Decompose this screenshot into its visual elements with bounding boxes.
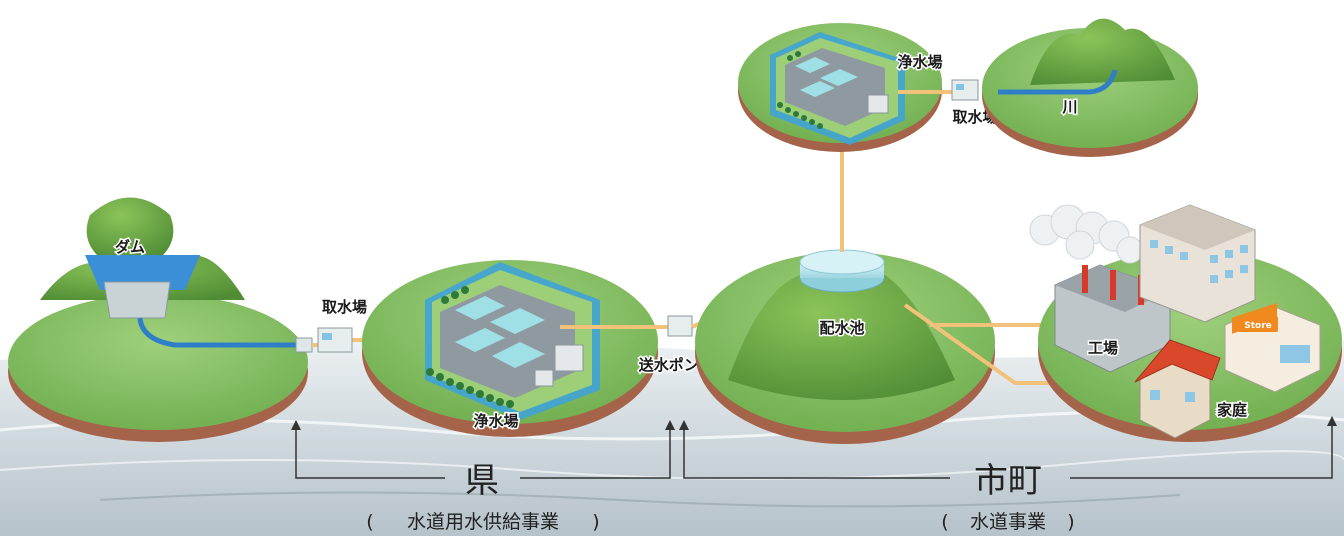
- intake-building-left-small: [295, 337, 313, 353]
- river-label: 川: [1061, 98, 1077, 116]
- municipal-bracket: [679, 416, 1337, 479]
- prefecture-subtitle: 水道用水供給事業: [407, 511, 559, 533]
- dam-wall: [103, 281, 171, 319]
- plant-left-building: [554, 344, 584, 372]
- plant-top-island: 浄水場: [738, 23, 944, 152]
- dam-island: ダム: [8, 197, 313, 442]
- reservoir-tank: [799, 249, 885, 275]
- prefecture-close-paren: ): [592, 511, 599, 533]
- factory-smoke: [1029, 204, 1144, 264]
- river-stream: [998, 69, 1118, 95]
- dam-river: [137, 317, 300, 348]
- store: Store: [1224, 303, 1321, 393]
- intake-left-label: 取水場: [322, 298, 367, 316]
- plant-left-island: 浄水場: [362, 260, 658, 437]
- store-sign: [1238, 316, 1278, 332]
- reservoir-hill: [728, 275, 955, 400]
- prefecture-open-paren: (: [366, 511, 373, 533]
- dam-lake: [85, 255, 200, 290]
- river-mountains: [1030, 18, 1175, 85]
- municipal-title: 市町: [974, 461, 1042, 501]
- municipal-close-paren: ): [1067, 511, 1074, 533]
- home-label: 家庭: [1217, 401, 1248, 419]
- apartment-building: [1139, 204, 1256, 323]
- dam-label: ダム: [115, 238, 145, 256]
- factory-label: 工場: [1088, 339, 1118, 357]
- municipal-open-paren: (: [941, 511, 948, 533]
- town-island: Store 工場 家庭: [1029, 204, 1342, 442]
- municipal-subtitle: 水道事業: [970, 511, 1046, 533]
- intake-top-label: 取水場: [952, 108, 997, 126]
- reservoir-label: 配水池: [819, 319, 864, 337]
- house: [1134, 339, 1221, 439]
- prefecture-bracket: [291, 420, 675, 479]
- pump-building: [667, 315, 693, 337]
- reservoir-island: 配水池: [695, 249, 995, 444]
- intake-top: 取水場: [951, 79, 999, 128]
- river-island: 川: [982, 18, 1198, 157]
- store-sign-text: Store: [1244, 321, 1272, 331]
- plant-left-trees: [426, 286, 514, 408]
- prefecture-title: 県: [465, 461, 499, 501]
- plant-left-label: 浄水場: [473, 412, 518, 430]
- plant-top-label: 浄水場: [897, 53, 942, 71]
- intake-left: 取水場: [317, 297, 369, 353]
